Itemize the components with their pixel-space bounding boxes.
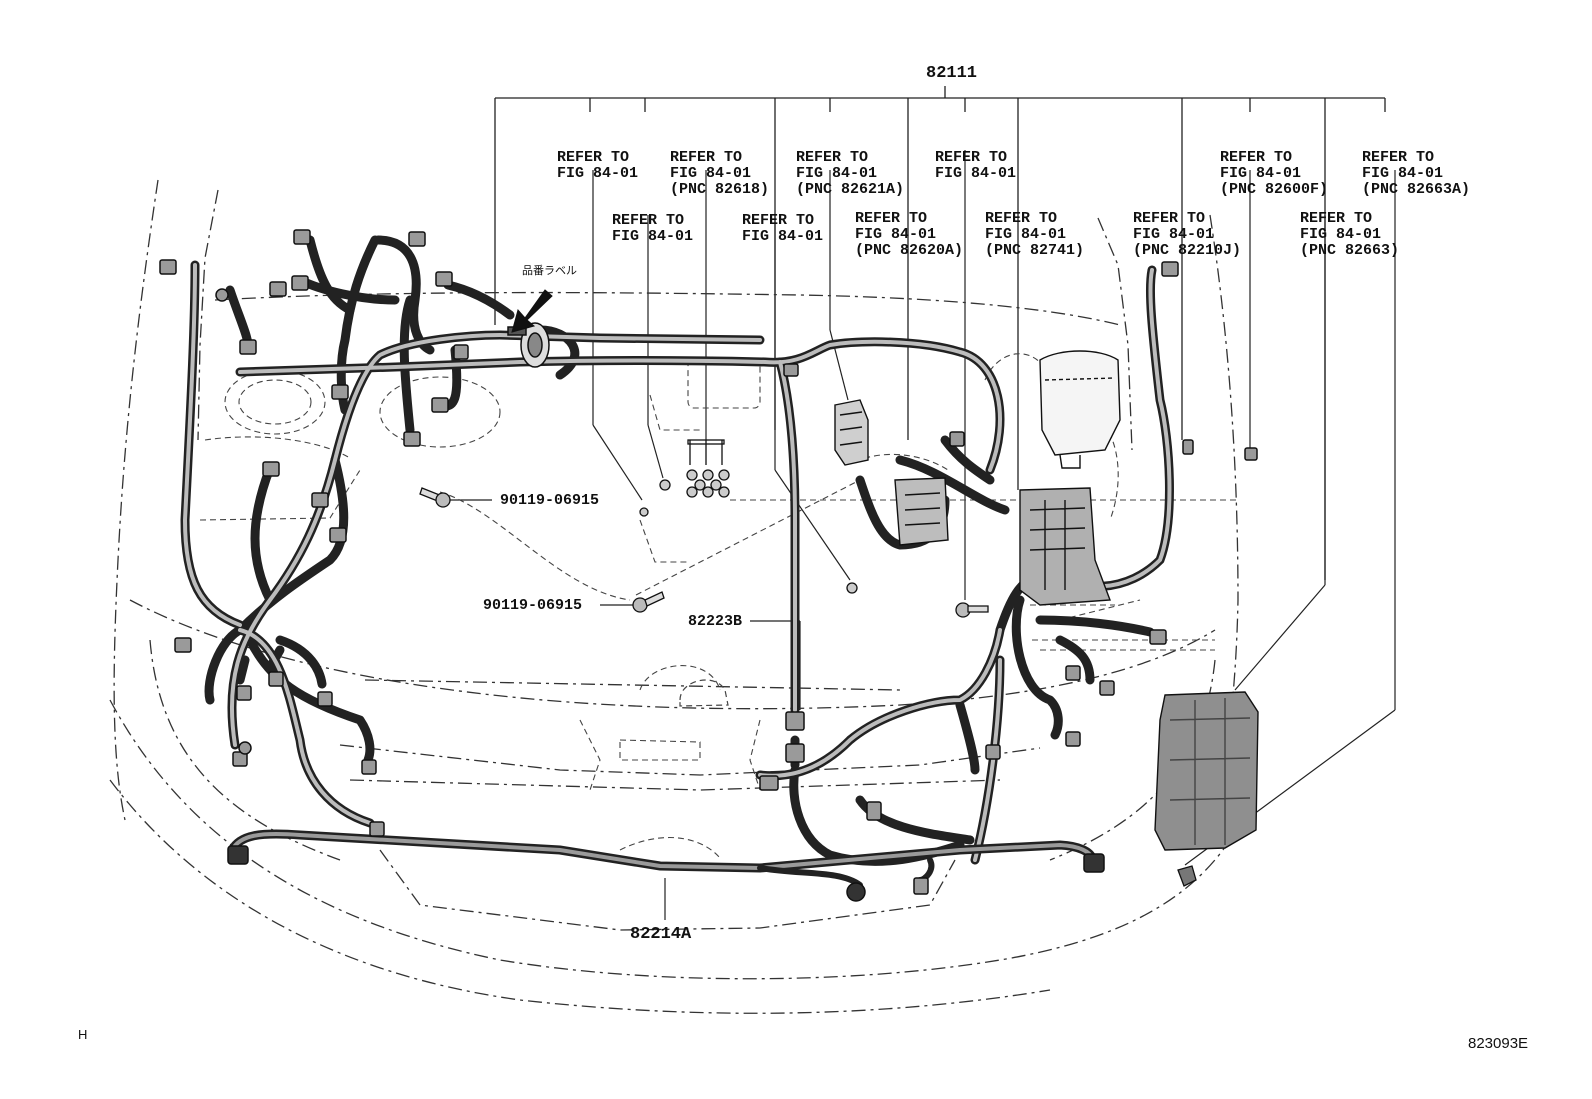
engine-room-relay-block [1154,691,1259,851]
label-arrow-icon [511,289,553,333]
bolt-icon-lower [632,591,665,613]
label-note: 品番ラベル [522,264,577,277]
corner-mark: H [78,1027,88,1042]
part-number-bolt-upper: 90119-06915 [500,492,600,509]
front-harness-82214A [227,829,1097,888]
figure-code: 823093E [1468,1035,1529,1052]
radiator-cap [679,679,729,707]
main-harness-inner [183,263,1172,862]
junction-block [1019,487,1111,606]
part-number-82223B: 82223B [688,613,743,630]
bolt-icon-right [955,602,989,618]
bolt-icon-upper [419,487,451,508]
part-number-bolt-lower: 90119-06915 [483,597,583,614]
relay-connector-block [834,399,869,466]
part-number-82214A: 82214A [630,925,692,944]
fuse-box-cover [1039,350,1121,469]
part-number-82111: 82111 [926,64,978,83]
harness-connectors [159,229,1258,902]
clamps [639,439,858,594]
engine-ecu [894,477,949,546]
small-clip [1177,865,1197,887]
